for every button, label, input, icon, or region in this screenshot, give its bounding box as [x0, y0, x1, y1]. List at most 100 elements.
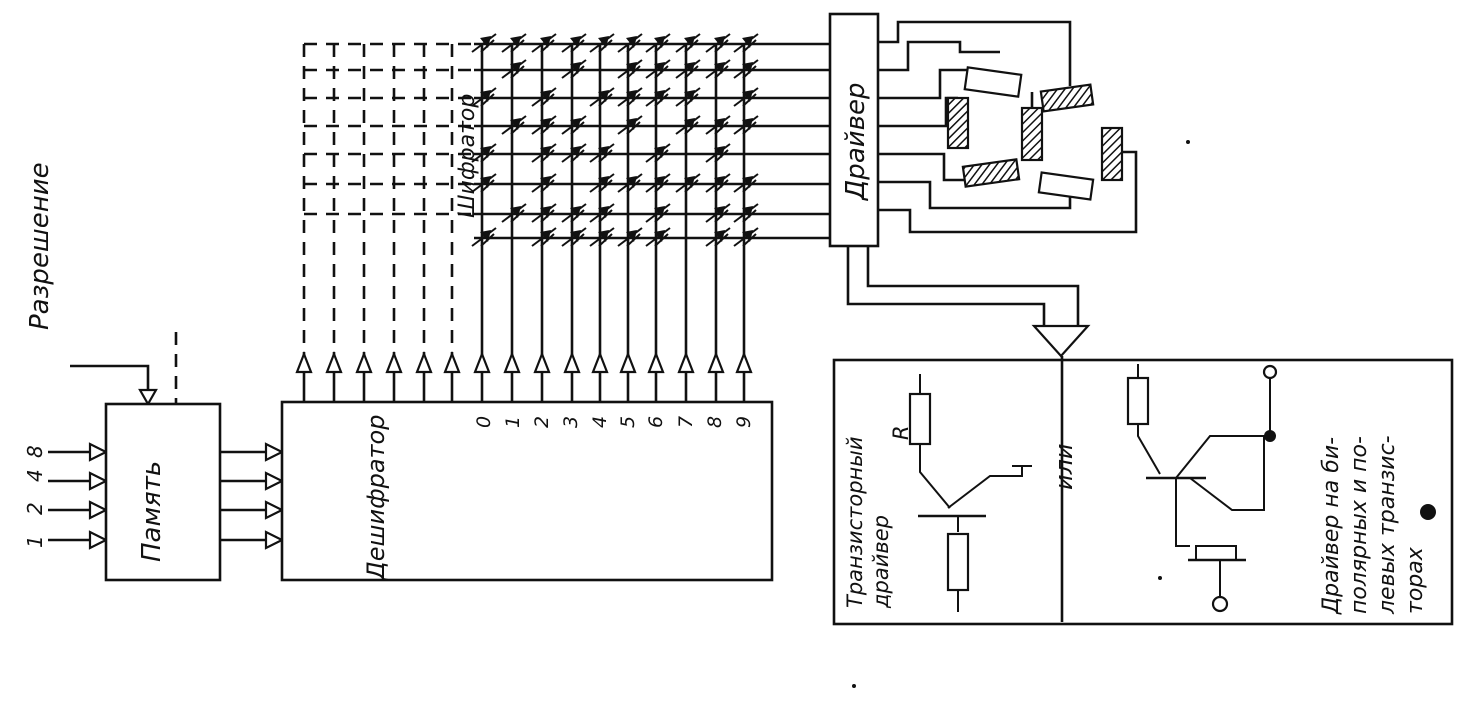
segment-far-right [1100, 126, 1124, 182]
diode [645, 173, 671, 193]
diode [531, 203, 557, 223]
memory-to-decoder-lines [220, 442, 285, 550]
input-lines [48, 442, 109, 550]
output-arrow [563, 350, 581, 374]
diode [705, 203, 731, 223]
diode [645, 143, 671, 163]
decoder-output-5: 5 [617, 416, 639, 428]
input-weight-8: 8 [23, 445, 47, 458]
segment-top-right [1039, 83, 1095, 113]
unused-output-grid [304, 42, 472, 216]
diode [733, 33, 759, 53]
segment-wiring [878, 20, 1138, 234]
diode [501, 203, 527, 223]
transistor-driver-circuit [908, 374, 1032, 612]
decoder-output-4: 4 [589, 416, 611, 428]
decoder-output-arrows [295, 44, 753, 402]
ili-label: или [1050, 443, 1078, 490]
enable-label: Разрешение [25, 162, 55, 330]
decoder-output-2: 2 [531, 416, 553, 428]
driver-label: Драйвер [841, 83, 871, 201]
segment-bottom-plain [1037, 171, 1095, 201]
diode [501, 59, 527, 79]
output-arrow [677, 350, 695, 374]
diode [561, 203, 587, 223]
decoder-output-6: 6 [645, 416, 667, 428]
output-arrow [619, 350, 637, 374]
diode [675, 173, 701, 193]
diode [531, 143, 557, 163]
seven-segment-display [946, 66, 1124, 201]
resistor-label: R [889, 425, 913, 440]
output-arrow [325, 350, 343, 374]
diode [501, 115, 527, 135]
output-arrow [647, 350, 665, 374]
diode [471, 227, 497, 247]
diode [561, 227, 587, 247]
diode [705, 143, 731, 163]
diode [617, 33, 643, 53]
diode [705, 227, 731, 247]
diode [733, 227, 759, 247]
diode [617, 115, 643, 135]
output-arrow [295, 350, 313, 374]
segment-middle [961, 158, 1021, 188]
output-arrow [415, 350, 433, 374]
diode [645, 87, 671, 107]
diode [589, 203, 615, 223]
diode [645, 59, 671, 79]
diode [561, 115, 587, 135]
diode [531, 227, 557, 247]
diode [705, 173, 731, 193]
output-arrow [385, 350, 403, 374]
diode [733, 173, 759, 193]
diode [531, 33, 557, 53]
bipolar-driver-label-2: полярных и по- [1347, 436, 1372, 614]
decoder-output-labels: 0 1 2 3 4 5 6 7 8 9 [473, 416, 755, 428]
ink-blot [1420, 504, 1436, 520]
driver-block [828, 12, 880, 248]
transistor-driver-label-1: Транзисторный [843, 437, 867, 609]
output-arrow [735, 350, 753, 374]
input-weight-1: 1 [23, 535, 47, 548]
decoder-output-3: 3 [560, 416, 582, 428]
diode [675, 115, 701, 135]
diode [733, 115, 759, 135]
diode [561, 33, 587, 53]
diode [617, 227, 643, 247]
diode [589, 227, 615, 247]
output-arrow [503, 350, 521, 374]
diode [589, 33, 615, 53]
decoder-output-9: 9 [733, 416, 755, 428]
resistor-top [908, 392, 932, 446]
bipolar-driver-label-4: торах [1403, 546, 1428, 614]
input-weights: 1 2 4 8 [23, 445, 47, 548]
diode [617, 59, 643, 79]
diode [705, 59, 731, 79]
diode [675, 59, 701, 79]
decoder-output-1: 1 [502, 416, 524, 428]
output-arrow [591, 350, 609, 374]
diode [705, 33, 731, 53]
decoder-label: Дешифратор [362, 415, 390, 581]
bipolar-driver-label: Драйвер на би- полярных и по- левых тран… [1319, 435, 1436, 615]
diode [531, 87, 557, 107]
segment-top-plain [963, 66, 1023, 98]
diode [501, 33, 527, 53]
enable-line [70, 364, 150, 395]
diode [733, 203, 759, 223]
diode [471, 33, 497, 53]
diode [675, 33, 701, 53]
memory-label: Память [137, 461, 167, 562]
memory-block [104, 402, 222, 582]
segment-upper-left [946, 96, 970, 150]
driver-output-lines [846, 246, 1091, 358]
diode [645, 33, 671, 53]
diode [561, 59, 587, 79]
enable-arrow [138, 388, 158, 407]
output-arrow [533, 350, 551, 374]
segment-upper-right [1020, 106, 1044, 162]
input-weight-4: 4 [23, 469, 47, 482]
transistor-driver-label-2: драйвер [869, 515, 893, 609]
bipolar-driver-label-3: левых транзис- [1375, 435, 1400, 615]
